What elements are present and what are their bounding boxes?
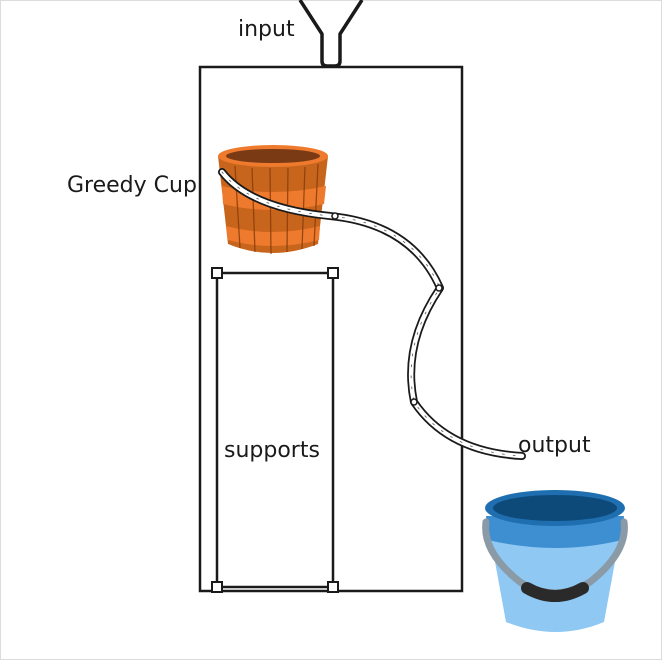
greedy-cup-label: Greedy Cup — [67, 173, 197, 198]
funnel-icon — [298, 0, 364, 68]
supports-frame — [211, 267, 339, 593]
output-label: output — [518, 433, 591, 458]
input-label: input — [238, 17, 295, 42]
bucket-icon — [482, 490, 628, 632]
siphon-tube-icon — [218, 168, 526, 460]
supports-label: supports — [224, 438, 320, 463]
wooden-cup-icon — [218, 145, 328, 255]
